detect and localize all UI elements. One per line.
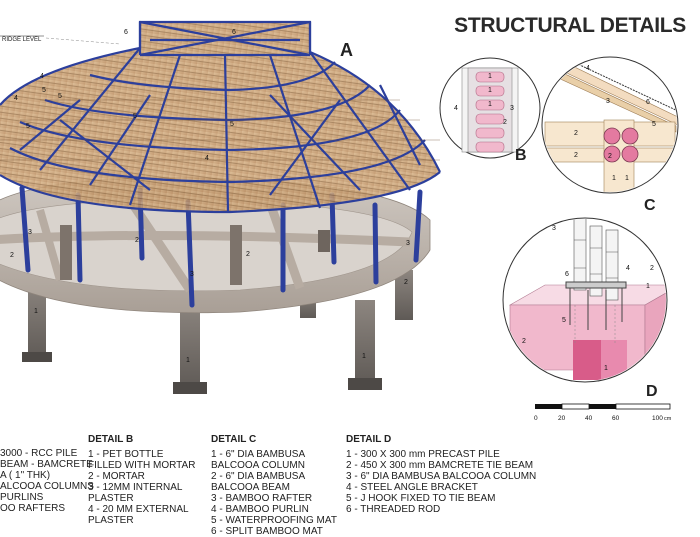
callout: 1 bbox=[362, 353, 366, 360]
scale-tick-40: 40 bbox=[585, 415, 593, 422]
detail-b-item: 4 - 20 MM EXTERNAL PLASTER bbox=[88, 504, 189, 526]
bamboo-roof-frame bbox=[0, 20, 441, 214]
legend-detail-c: DETAIL C 1 - 6" DIA BAMBUSA BALCOOA COLU… bbox=[211, 434, 339, 537]
callout: 6 bbox=[565, 271, 569, 278]
detail-b-heading: DETAIL B bbox=[88, 434, 134, 445]
drawing-canvas: RIDGE LEVEL A 6 6 4 5 5 5 4 4 5 5 3 3 2 … bbox=[0, 20, 679, 422]
callout: 6 bbox=[232, 29, 236, 36]
callout: 5 bbox=[58, 93, 62, 100]
callout: 1 bbox=[625, 175, 629, 182]
view-letter-a: A bbox=[340, 40, 353, 60]
callout: 2 bbox=[574, 130, 578, 137]
callout: 5 bbox=[42, 87, 46, 94]
callout: 2 bbox=[503, 119, 507, 126]
legend-detail-b: DETAIL B 1 - PET BOTTLE FILLED WITH MORT… bbox=[88, 434, 200, 526]
callout: 2 bbox=[522, 338, 526, 345]
view-letter-d: D bbox=[646, 383, 658, 400]
callout: 2 bbox=[650, 265, 654, 272]
scale-tick-20: 20 bbox=[558, 415, 566, 422]
callout: 4 bbox=[586, 65, 590, 72]
callout: 4 bbox=[14, 95, 18, 102]
detail-d-heading: DETAIL D bbox=[346, 434, 392, 445]
callout: 5 bbox=[652, 121, 656, 128]
scale-unit: cm bbox=[664, 416, 672, 422]
callout: 4 bbox=[40, 73, 44, 80]
detail-b-item: 2 - MORTAR bbox=[88, 471, 145, 482]
callout: 3 bbox=[190, 271, 194, 278]
main-structure-render: RIDGE LEVEL A 6 6 4 5 5 5 4 4 5 5 3 3 2 … bbox=[0, 20, 441, 394]
callout: 3 bbox=[510, 105, 514, 112]
detail-b-item: 3 - 12MM INTERNAL PLASTER bbox=[88, 482, 183, 504]
callout: 1 bbox=[646, 283, 650, 290]
legend-detail-a: 3000 - RCC PILE BEAM - BAMCRETE A ( 1" T… bbox=[0, 448, 94, 514]
legend-detail-d: DETAIL D 1 - 300 X 300 mm PRECAST PILE 2… bbox=[346, 434, 537, 515]
detail-d-item: 4 - STEEL ANGLE BRACKET bbox=[346, 482, 478, 493]
detail-d-drawing: 3 6 4 2 1 5 2 1 D bbox=[502, 217, 668, 400]
callout: 3 bbox=[552, 225, 556, 232]
detail-c-item: 3 - BAMBOO RAFTER bbox=[211, 493, 313, 504]
callout: 5 bbox=[133, 113, 137, 120]
scale-bar: 0 20 40 60 100 cm bbox=[534, 403, 672, 422]
legend-a-line: A ( 1" THK) bbox=[0, 470, 51, 481]
detail-b-item: 1 - PET BOTTLE FILLED WITH MORTAR bbox=[88, 449, 196, 471]
detail-c-item: 2 - 6" DIA BAMBUSA BALCOOA BEAM bbox=[211, 471, 305, 493]
legend-a-line: ALCOOA COLUMNS bbox=[0, 481, 94, 492]
ridge-level-label: RIDGE LEVEL bbox=[2, 37, 42, 43]
callout: 6 bbox=[124, 29, 128, 36]
callout: 3 bbox=[406, 240, 410, 247]
view-letter-b: B bbox=[515, 147, 527, 164]
detail-b-drawing: 4 1 1 1 2 3 B bbox=[439, 57, 541, 164]
detail-d-item: 1 - 300 X 300 mm PRECAST PILE bbox=[346, 449, 500, 460]
callout: 2 bbox=[608, 153, 612, 160]
detail-c-item: 1 - 6" DIA BAMBUSA BALCOOA COLUMN bbox=[211, 449, 305, 471]
detail-d-item: 5 - J HOOK FIXED TO TIE BEAM bbox=[346, 493, 496, 504]
callout: 1 bbox=[186, 357, 190, 364]
callout: 2 bbox=[404, 279, 408, 286]
callout: 4 bbox=[454, 105, 458, 112]
detail-d-item: 6 - THREADED ROD bbox=[346, 504, 441, 515]
legend-a-line: OO RAFTERS bbox=[0, 503, 66, 514]
callout: 1 bbox=[488, 87, 492, 94]
page-title: STRUCTURAL DETAILS bbox=[454, 14, 686, 37]
main-callouts: 6 6 4 5 5 5 4 4 5 5 3 3 2 2 2 2 3 1 1 1 bbox=[10, 29, 410, 364]
callout: 2 bbox=[246, 251, 250, 258]
detail-c-item: 4 - BAMBOO PURLIN bbox=[211, 504, 309, 515]
callout: 2 bbox=[135, 237, 139, 244]
detail-c-heading: DETAIL C bbox=[211, 434, 257, 445]
detail-d-item: 3 - 6" DIA BAMBUSA BALCOOA COLUMN bbox=[346, 471, 537, 482]
legend-a-line: BEAM - BAMCRETE bbox=[0, 459, 93, 470]
detail-d-item: 2 - 450 X 300 mm BAMCRETE TIE BEAM bbox=[346, 460, 534, 471]
callout: 1 bbox=[604, 365, 608, 372]
callout: 4 bbox=[205, 155, 209, 162]
callout: 5 bbox=[230, 121, 234, 128]
detail-c-drawing: 3 4 5 6 2 2 2 1 1 C bbox=[541, 56, 679, 214]
detail-c-item: 5 - WATERPROOFING MAT bbox=[211, 515, 337, 526]
callout: 2 bbox=[574, 152, 578, 159]
callout: 3 bbox=[606, 98, 610, 105]
callout: 2 bbox=[10, 252, 14, 259]
scale-tick-60: 60 bbox=[612, 415, 620, 422]
callout: 1 bbox=[612, 175, 616, 182]
callout: 5 bbox=[26, 123, 30, 130]
callout: 1 bbox=[34, 308, 38, 315]
legend-a-line: PURLINS bbox=[0, 492, 44, 503]
callout: 1 bbox=[488, 101, 492, 108]
legend-a-line: 3000 - RCC PILE bbox=[0, 448, 78, 459]
scale-tick-100: 100 bbox=[652, 415, 663, 422]
callout: 3 bbox=[28, 229, 32, 236]
scale-tick-0: 0 bbox=[534, 415, 538, 422]
callout: 4 bbox=[626, 265, 630, 272]
callout: 5 bbox=[562, 317, 566, 324]
callout: 1 bbox=[488, 73, 492, 80]
view-letter-c: C bbox=[644, 197, 656, 214]
callout: 6 bbox=[646, 99, 650, 106]
detail-c-item: 6 - SPLIT BAMBOO MAT bbox=[211, 526, 323, 537]
